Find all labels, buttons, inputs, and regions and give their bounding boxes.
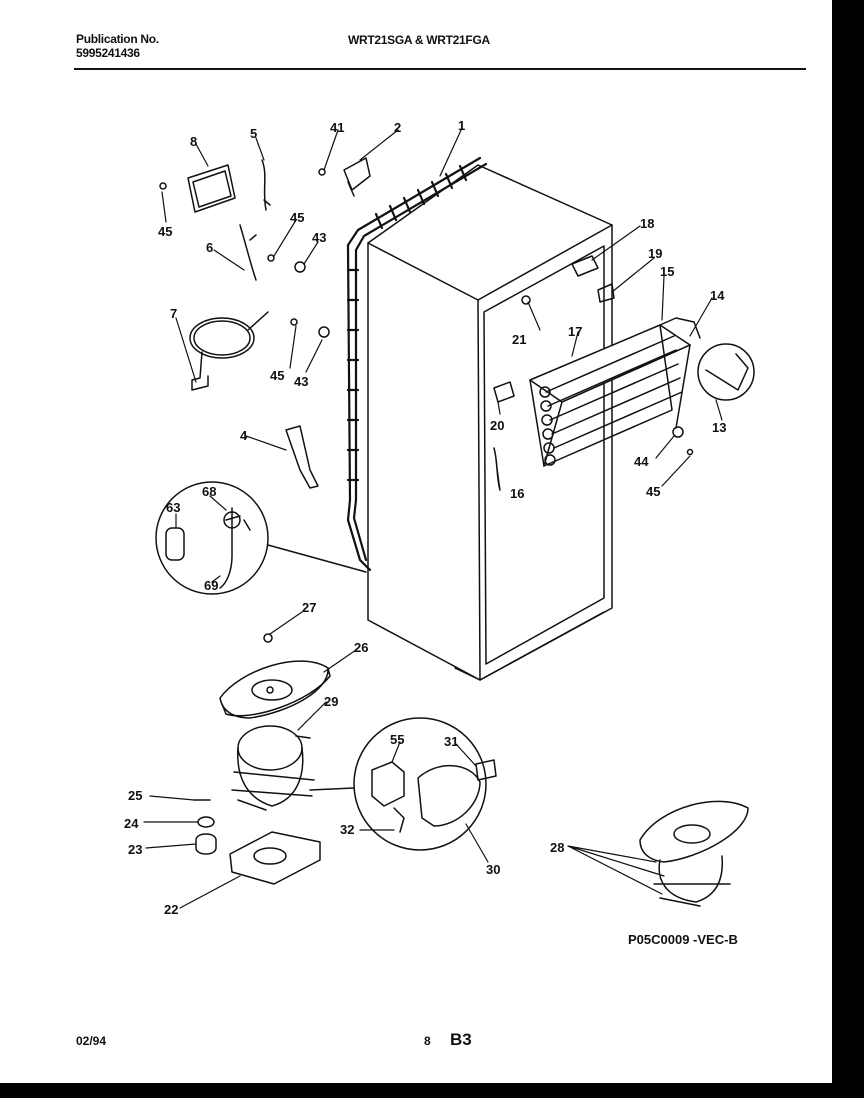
- part-5-harness: [261, 159, 271, 211]
- publication-label: Publication No.: [76, 32, 159, 46]
- part-24-washer: [197, 816, 215, 828]
- callout-55: 55: [390, 732, 404, 747]
- callout-15: 15: [660, 264, 674, 279]
- part-45-screw: [290, 318, 298, 326]
- callout-45b: 45: [290, 210, 304, 225]
- callout-8: 8: [190, 134, 197, 149]
- callout-24: 24: [124, 816, 139, 831]
- callout-31: 31: [444, 734, 458, 749]
- part-8-cover: [187, 164, 236, 213]
- footer-section: B3: [450, 1030, 472, 1049]
- model-numbers: WRT21SGA & WRT21FGA: [348, 33, 490, 47]
- part-26-drain-pan: [219, 660, 331, 719]
- callout-43b: 43: [294, 374, 308, 389]
- part-41-screw: [318, 168, 326, 176]
- part-22-base-bracket: [229, 831, 321, 885]
- callout-25: 25: [128, 788, 142, 803]
- callout-32: 32: [340, 822, 354, 837]
- part-19-clip: [597, 283, 615, 303]
- part-17-evaporator: [529, 317, 701, 467]
- part-44-clip: [672, 426, 684, 438]
- part-28-compressor-assembly: [639, 800, 749, 907]
- callout-44: 44: [634, 454, 649, 469]
- condenser-coil: [346, 156, 488, 572]
- footer-page-number: 8: [424, 1034, 431, 1048]
- callout-26: 26: [354, 640, 368, 655]
- part-45-screw: [686, 448, 694, 456]
- relay-detail-circle: [155, 481, 367, 595]
- callout-27: 27: [302, 600, 316, 615]
- exploded-parts-diagram: 1 2 41 5 8 45 6 45 43 7 45 43 4 63 68 69…: [124, 118, 755, 947]
- callout-17: 17: [568, 324, 582, 339]
- callout-29: 29: [324, 694, 338, 709]
- part-27-grommet: [263, 633, 273, 643]
- header-rule: [74, 68, 806, 70]
- callout-2: 2: [394, 120, 401, 135]
- callout-23: 23: [128, 842, 142, 857]
- part-7-power-cord: [189, 311, 269, 391]
- callout-4: 4: [240, 428, 248, 443]
- part-23-grommet: [195, 833, 217, 855]
- callout-45c: 45: [270, 368, 284, 383]
- parts-sheet: Publication No. 5995241436 WRT21SGA & WR…: [0, 0, 832, 1083]
- callout-68: 68: [202, 484, 216, 499]
- part-45-screw: [267, 254, 275, 262]
- callout-41: 41: [330, 120, 344, 135]
- callout-45a: 45: [158, 224, 172, 239]
- callout-43a: 43: [312, 230, 326, 245]
- callout-20: 20: [490, 418, 504, 433]
- part-18-bracket: [571, 255, 599, 277]
- diagram-code: P05C0009 -VEC-B: [628, 932, 738, 947]
- start-relay-detail-circle: [309, 717, 497, 851]
- part-43-clip: [318, 326, 330, 338]
- callout-45d: 45: [646, 484, 660, 499]
- part-4-heater: [285, 425, 319, 489]
- callout-18: 18: [640, 216, 654, 231]
- callout-14: 14: [710, 288, 725, 303]
- refrigerator-cabinet: [367, 164, 613, 681]
- publication-number: 5995241436: [76, 46, 140, 60]
- callout-5: 5: [250, 126, 257, 141]
- callout-13: 13: [712, 420, 726, 435]
- part-29-compressor: [231, 725, 315, 811]
- callout-69: 69: [204, 578, 218, 593]
- callout-21: 21: [512, 332, 526, 347]
- part-20-terminal: [493, 381, 515, 403]
- callout-7: 7: [170, 306, 177, 321]
- callout-16: 16: [510, 486, 524, 501]
- callout-6: 6: [206, 240, 213, 255]
- callout-19: 19: [648, 246, 662, 261]
- part-21-screw: [521, 295, 531, 305]
- callout-1: 1: [458, 118, 465, 133]
- part-45-screw: [159, 182, 167, 190]
- callout-leaders: [143, 127, 723, 909]
- callout-63: 63: [166, 500, 180, 515]
- callout-labels: 1 2 41 5 8 45 6 45 43 7 45 43 4 63 68 69…: [124, 118, 726, 917]
- part-6-wire: [239, 224, 257, 281]
- footer-date: 02/94: [76, 1034, 107, 1048]
- callout-28: 28: [550, 840, 564, 855]
- part-2-bracket: [343, 157, 371, 197]
- part-43-clip: [294, 261, 306, 273]
- callout-30: 30: [486, 862, 500, 877]
- part-13-defrost-thermostat: [697, 343, 755, 401]
- callout-22: 22: [164, 902, 178, 917]
